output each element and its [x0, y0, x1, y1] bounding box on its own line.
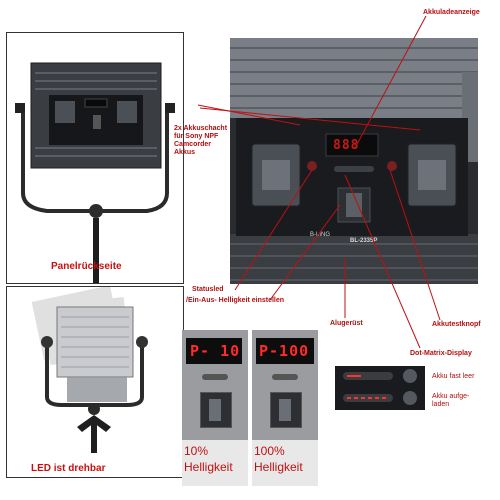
main-display-digits: 888 — [333, 138, 360, 153]
battery-empty-label: Akku fast leer — [432, 373, 475, 380]
battery-test-button-1 — [403, 369, 417, 383]
low-knob — [200, 392, 232, 428]
main-panel-illustration — [230, 38, 478, 284]
panel-back-view: Panelrückseite — [6, 32, 184, 284]
battery-indicator-photo — [335, 366, 425, 410]
battery-charged-label: Akku aufge- laden — [432, 393, 470, 408]
low-label: Helligkeit — [184, 460, 233, 474]
callout-statusled: Statusled — [192, 286, 224, 293]
callout-akkuladeanzeige: Akkuladeanzeige — [423, 9, 480, 16]
brightness-low-panel: P- 10 — [182, 330, 248, 440]
battery-test-button-2 — [403, 391, 417, 405]
high-indicator-bar — [272, 374, 298, 380]
high-percent: 100% — [254, 444, 285, 458]
callout-ein-aus: /Ein-Aus- Helligkeit einstellen — [186, 297, 285, 304]
brand-label: B-LING — [310, 232, 331, 238]
caption-rotate: LED ist drehbar — [31, 463, 106, 474]
callout-akkuschacht: 2x Akkuschacht für Sony NPF Camcorder Ak… — [174, 125, 227, 157]
callout-akkutestknopf: Akkutestknopf — [432, 321, 481, 328]
high-display-box: P-100 — [256, 338, 314, 364]
battery-bar-empty — [343, 372, 393, 380]
callout-akkuschacht-text: 2x Akkuschacht für Sony NPF Camcorder Ak… — [174, 125, 228, 156]
low-display-text: P- 10 — [190, 342, 241, 360]
caption-panel-back: Panelrückseite — [51, 261, 122, 272]
low-indicator-bar — [202, 374, 228, 380]
high-label: Helligkeit — [254, 460, 303, 474]
battery-bar-full — [343, 394, 393, 402]
panel-rotate-view: LED ist drehbar — [6, 286, 184, 478]
callout-dot-matrix: Dot-Matrix-Display — [410, 350, 472, 357]
brightness-low-caption-bg — [182, 440, 248, 486]
high-display-text: P-100 — [259, 342, 310, 360]
low-percent: 10% — [184, 444, 209, 458]
panel-back-illustration — [15, 62, 175, 283]
model-label: BL-2335P — [350, 238, 378, 244]
brightness-high-panel: P-100 — [252, 330, 318, 440]
low-display-box: P- 10 — [186, 338, 242, 364]
high-knob — [270, 392, 302, 428]
panel-rotate-illustration — [31, 287, 148, 453]
main-panel-photo: 888 B-LING BL-2335P — [230, 38, 478, 284]
callout-alugeruest: Alugerüst — [330, 320, 363, 327]
brightness-high-caption-bg — [252, 440, 318, 486]
